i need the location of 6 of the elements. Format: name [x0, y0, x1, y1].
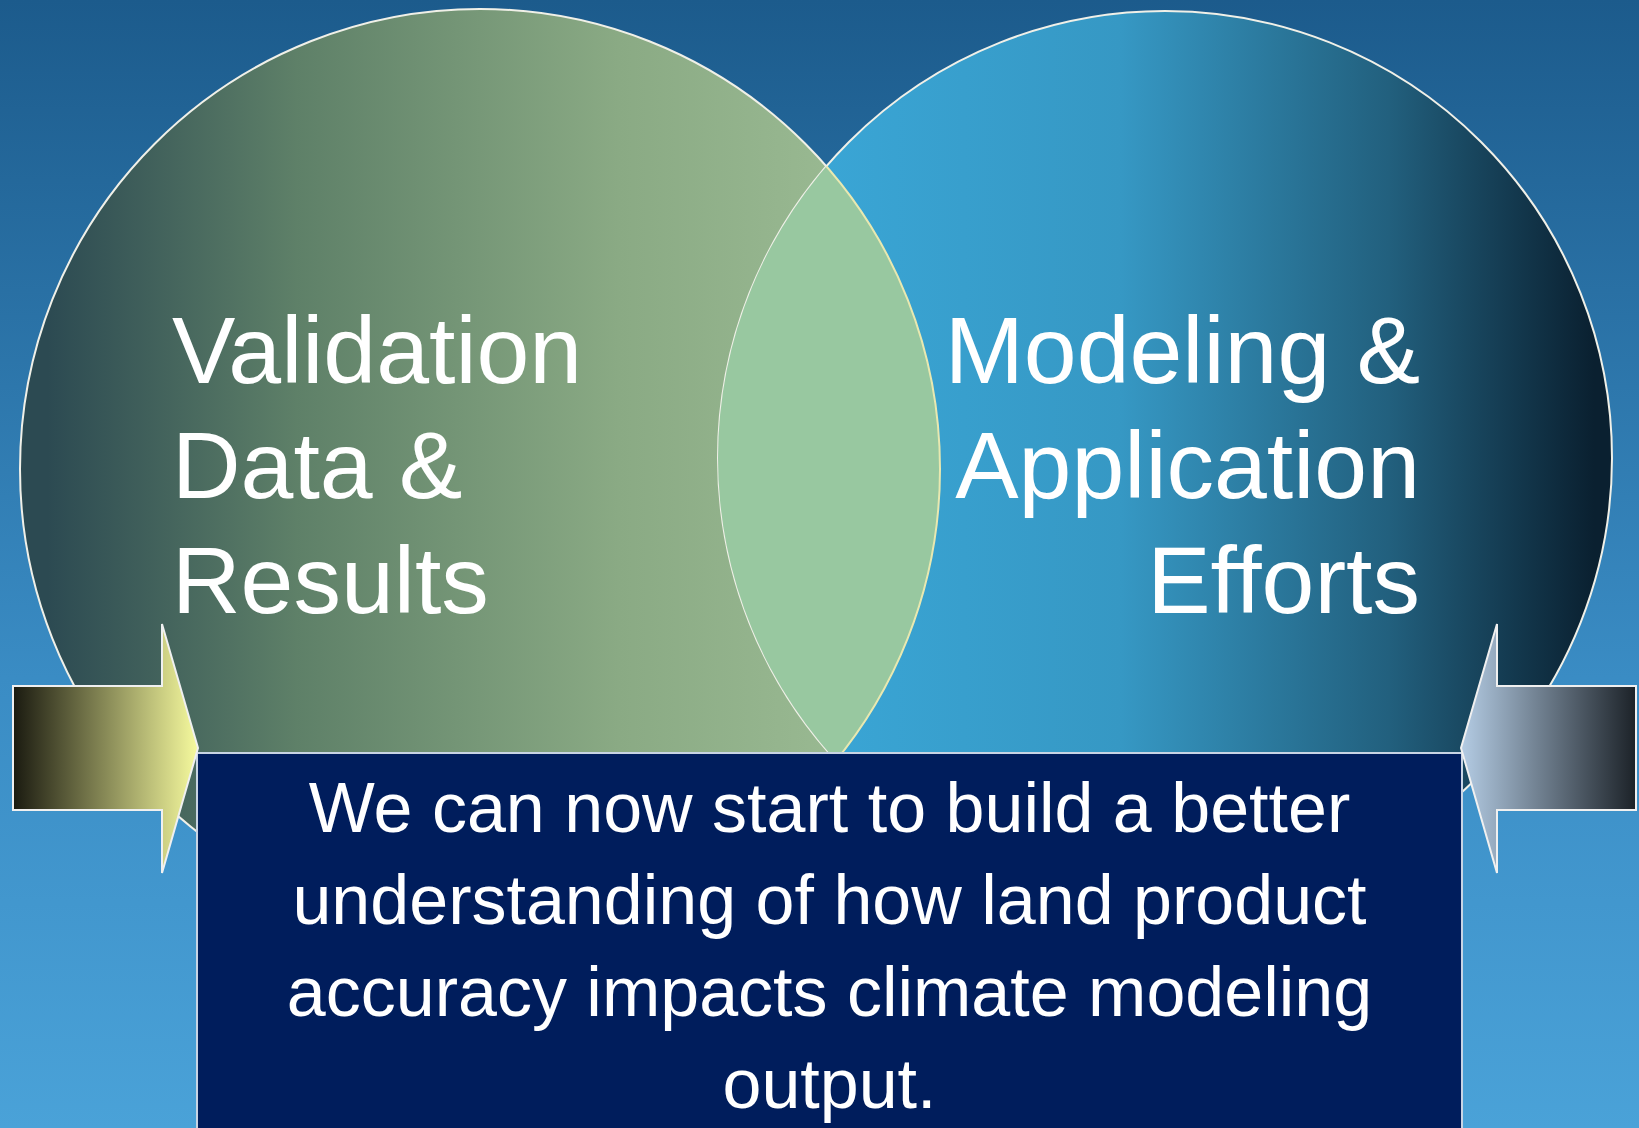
block-arrow	[1459, 623, 1637, 874]
text-box	[196, 752, 1463, 1128]
box-text: We can now start to build a better understanding of how land product accuracy impacts climate modeling output.	[285, 768, 1374, 1125]
circle-label: Modeling & Application Efforts	[930, 293, 1420, 638]
block-arrow	[12, 623, 200, 874]
circle-label: Validation Data & Results	[172, 293, 642, 638]
